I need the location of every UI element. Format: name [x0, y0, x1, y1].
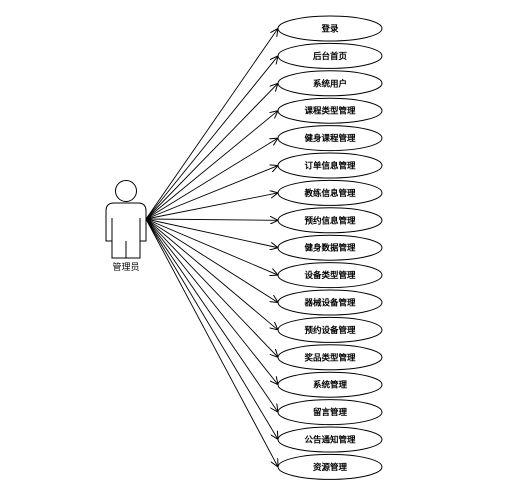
use-case: 健身数据管理: [277, 234, 383, 261]
use-case: 奖品类型管理: [277, 344, 383, 371]
use-case-ellipse: [277, 344, 383, 371]
use-case-label: 预约设备管理: [304, 325, 356, 336]
use-case: 器械设备管理: [277, 289, 383, 316]
association-arrow: [145, 218, 277, 248]
association-arrow: [145, 218, 277, 275]
actor-name: 管理员: [112, 263, 140, 273]
use-case: 登录: [277, 15, 383, 42]
association-arrow: [145, 218, 278, 466]
use-case-ellipse: [277, 316, 383, 343]
association-arrow: [145, 166, 277, 220]
use-case-label: 课程类型管理: [304, 106, 356, 117]
use-case: 后台首页: [277, 42, 383, 69]
association-arrow: [145, 218, 277, 302]
use-case-label: 系统用户: [313, 78, 347, 89]
use-case-label: 设备类型管理: [304, 270, 356, 281]
use-case-ellipse: [277, 207, 383, 234]
actor-head: [115, 180, 137, 202]
use-case: 健身课程管理: [277, 125, 383, 152]
association-arrow: [145, 218, 277, 411]
use-case: 留言管理: [277, 399, 383, 426]
use-case-label: 预约信息管理: [304, 215, 356, 226]
use-case: 资源管理: [277, 453, 383, 480]
use-case-label: 订单信息管理: [304, 161, 356, 172]
use-case: 设备类型管理: [277, 262, 383, 289]
use-case-ellipse: [277, 97, 383, 124]
use-case-ellipse: [277, 234, 383, 261]
use-case-ellipse: [277, 426, 383, 453]
use-case-label: 留言管理: [313, 407, 348, 418]
actor-figure: [105, 180, 147, 259]
use-case-ellipse: [277, 15, 383, 42]
use-case-ellipse: [277, 70, 383, 97]
association-arrows: [145, 29, 278, 466]
use-case-ellipse: [277, 371, 383, 398]
association-arrow: [145, 57, 277, 220]
use-case: 预约设备管理: [277, 316, 383, 343]
use-case-label: 公告通知管理: [304, 435, 356, 446]
use-case-label: 后台首页: [313, 51, 348, 62]
use-case-label: 资源管理: [313, 462, 348, 473]
association-arrow: [145, 218, 277, 357]
use-case-label: 系统管理: [313, 380, 348, 391]
use-case-ellipse: [277, 42, 383, 69]
use-case: 教练信息管理: [277, 179, 383, 206]
use-case: 公告通知管理: [277, 426, 383, 453]
use-case-label: 登录: [320, 24, 339, 35]
use-case: 课程类型管理: [277, 97, 383, 124]
use-case-ellipse: [277, 152, 383, 179]
use-case-label: 奖品类型管理: [304, 352, 356, 363]
use-case-list: 登录后台首页系统用户课程类型管理健身课程管理订单信息管理教练信息管理预约信息管理…: [277, 15, 383, 480]
use-case-label: 教练信息管理: [303, 188, 356, 199]
use-case-label: 健身课程管理: [304, 133, 356, 144]
use-case: 预约信息管理: [277, 207, 383, 234]
use-case-label: 健身数据管理: [304, 243, 356, 254]
use-case-ellipse: [277, 453, 383, 480]
use-case-ellipse: [277, 289, 383, 316]
association-arrow: [145, 218, 277, 329]
use-case-ellipse: [277, 179, 383, 206]
association-arrow: [145, 218, 277, 384]
association-arrow: [145, 139, 277, 220]
use-case-ellipse: [277, 399, 383, 426]
association-arrow: [145, 111, 277, 220]
use-case: 订单信息管理: [277, 152, 383, 179]
use-case: 系统管理: [277, 371, 383, 398]
use-case-label: 器械设备管理: [303, 298, 356, 309]
association-arrow: [145, 29, 277, 220]
association-arrow: [145, 218, 278, 439]
use-case: 系统用户: [277, 70, 383, 97]
use-case-ellipse: [277, 125, 383, 152]
actor-body: [105, 202, 147, 259]
use-case-ellipse: [277, 262, 383, 289]
association-arrow: [145, 84, 277, 220]
association-arrow: [145, 193, 277, 220]
association-arrow: [145, 219, 277, 220]
